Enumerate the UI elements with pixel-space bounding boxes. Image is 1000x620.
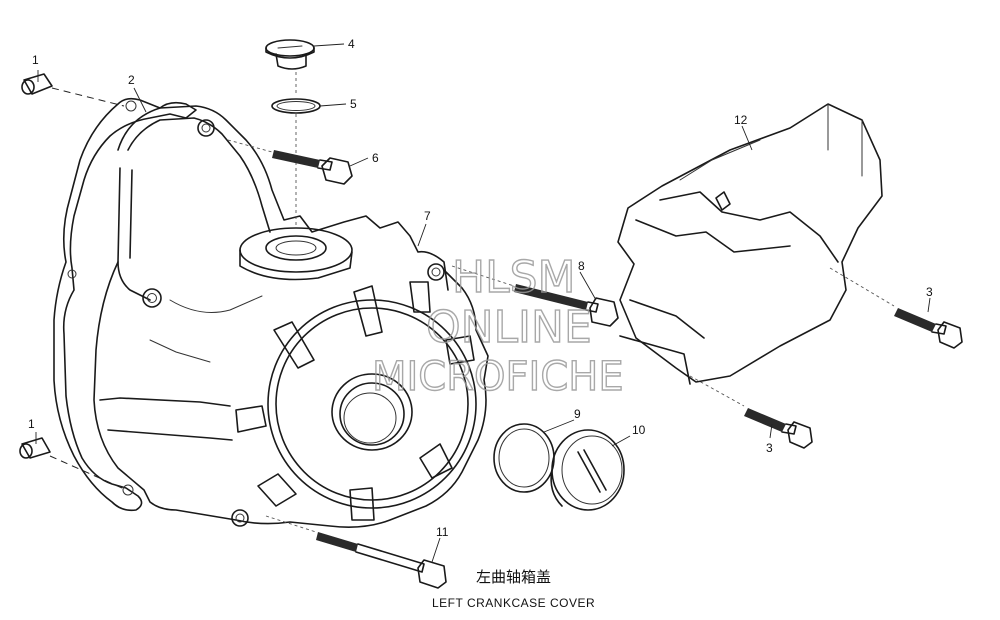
callout-11: 11 bbox=[436, 525, 449, 539]
bolt-part-6 bbox=[227, 139, 353, 185]
callout-1-top: 1 bbox=[32, 53, 39, 67]
o-ring-part-5 bbox=[271, 98, 321, 114]
gasket-part-2 bbox=[53, 97, 197, 512]
callout-10: 10 bbox=[632, 423, 646, 437]
callout-1-bottom: 1 bbox=[28, 417, 35, 431]
bolt-part-11 bbox=[265, 515, 447, 589]
oil-filler-plug-part-4 bbox=[265, 39, 315, 70]
dowel-pin-part-1-top bbox=[21, 73, 125, 107]
sprocket-cover-part-12 bbox=[617, 103, 883, 385]
diagram-title-english: LEFT CRANKCASE COVER bbox=[432, 596, 596, 610]
watermark-line-2: ONLINE bbox=[426, 302, 592, 353]
dowel-pin-part-1-bottom bbox=[19, 437, 123, 489]
bolt-part-8 bbox=[451, 265, 619, 327]
crankcase-cover-part-7 bbox=[93, 105, 489, 528]
callout-2: 2 bbox=[128, 73, 135, 87]
callout-8: 8 bbox=[578, 259, 585, 273]
watermark-line-1: HLSM bbox=[452, 252, 576, 303]
cap-part-10 bbox=[550, 429, 625, 511]
callout-6: 6 bbox=[372, 151, 379, 165]
callout-12: 12 bbox=[734, 113, 748, 127]
watermark-line-3: MICROFICHE bbox=[372, 354, 624, 400]
callout-9: 9 bbox=[574, 407, 581, 421]
o-ring-part-9 bbox=[493, 423, 555, 493]
callout-7: 7 bbox=[424, 209, 431, 223]
diagram-title-chinese: 左曲轴箱盖 bbox=[476, 568, 552, 586]
leader-lines bbox=[35, 43, 931, 563]
watermark: HLSM ONLINE MICROFICHE bbox=[371, 251, 624, 400]
bolt-part-3-upper bbox=[829, 267, 963, 349]
callout-5: 5 bbox=[350, 97, 357, 111]
bolt-part-3-lower bbox=[689, 375, 813, 449]
callout-3-upper: 3 bbox=[926, 285, 933, 299]
callout-4: 4 bbox=[348, 37, 355, 51]
callout-3-lower: 3 bbox=[766, 441, 773, 455]
